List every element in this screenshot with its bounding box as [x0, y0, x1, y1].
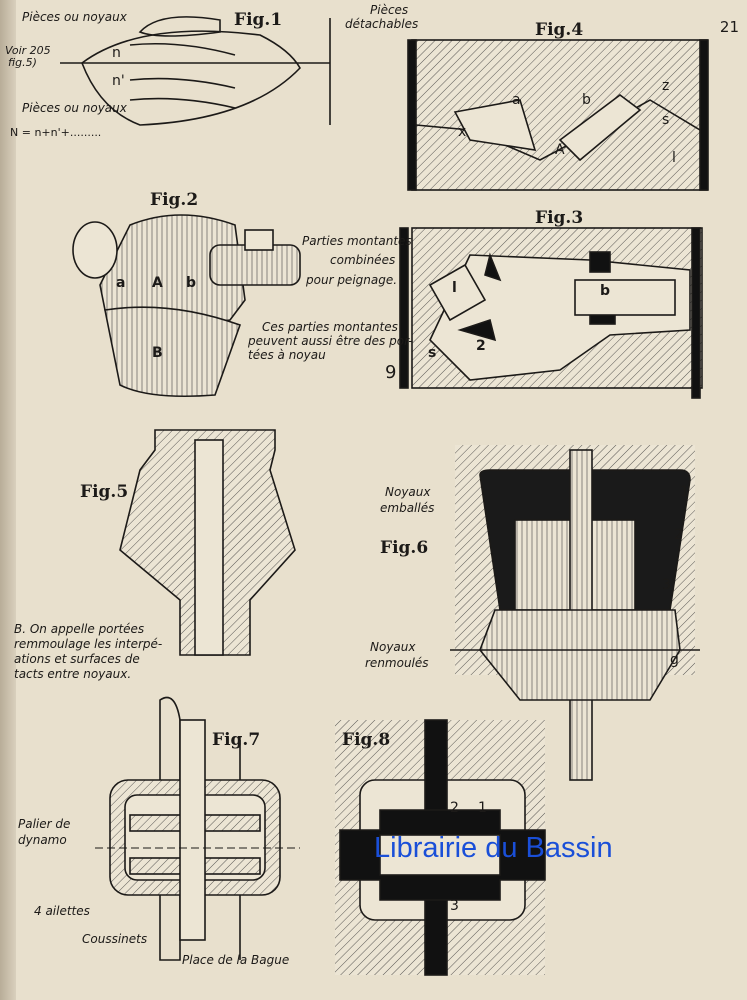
- fig2-note1-3: pour peignage.: [306, 273, 398, 287]
- fig4-title: Fig.4: [535, 20, 584, 40]
- fig2-note1-2: combinées: [330, 253, 396, 267]
- fig6-g: g: [670, 652, 679, 668]
- fig7-label3: Coussinets: [82, 932, 148, 946]
- fig5-caption-4: tacts entre noyaux.: [14, 667, 132, 681]
- fig8-3: 3: [450, 898, 459, 914]
- fig6-label-top-2: emballés: [380, 501, 435, 515]
- fig4-A: A: [555, 142, 565, 158]
- fig3-2: 2: [476, 338, 486, 354]
- fig4-b: b: [582, 92, 591, 108]
- fig4-l: l: [672, 150, 676, 166]
- fig3-l: l: [452, 280, 457, 296]
- fig7-label1-1: Palier de: [18, 817, 71, 831]
- fig8-title: Fig.8: [342, 730, 391, 750]
- fig1-title: Fig.1: [234, 10, 283, 30]
- fig6-title: Fig.6: [380, 538, 429, 558]
- book-gutter: [0, 0, 16, 1000]
- fig1-formula: N = n+n'+.........: [10, 126, 102, 139]
- fig6-1: 1: [680, 484, 689, 500]
- fig1-ref-1: Voir 205: [5, 44, 51, 57]
- fig4-a: a: [512, 92, 521, 108]
- watermark: Librairie du Bassin: [374, 832, 613, 864]
- fig2-note2-2: peuvent aussi être des por-: [248, 334, 413, 348]
- fig6-label-bottom-1: Noyaux: [370, 640, 416, 654]
- fig8-2: 2: [450, 800, 459, 816]
- fig5-caption-2: remmoulage les interpé-: [14, 637, 163, 651]
- fig5-caption-3: ations et surfaces de: [14, 652, 140, 666]
- fig1-drawing: [60, 16, 331, 126]
- fig3-g: 9: [385, 362, 397, 383]
- fig2-drawing: [72, 214, 301, 398]
- fig1-n: n: [112, 45, 121, 61]
- fig7-drawing: [95, 696, 300, 961]
- fig2-a: a: [116, 275, 126, 291]
- fig6-2: 2: [674, 527, 683, 543]
- fig3-s: s: [428, 345, 437, 361]
- fig1-ref-2: fig.5): [8, 56, 37, 69]
- fig6-3: 3: [662, 577, 671, 593]
- fig2-note1-1: Parties montantes: [302, 234, 412, 248]
- fig6-label-bottom-2: renmoulés: [365, 656, 429, 670]
- fig6-drawing: [450, 445, 700, 781]
- fig3-drawing: [399, 227, 703, 399]
- fig1-bottom-label: Pièces ou noyaux: [22, 101, 127, 115]
- fig4-s: s: [662, 112, 670, 128]
- fig2-title: Fig.2: [150, 190, 199, 210]
- fig7-label4: Place de la Bague: [182, 953, 290, 967]
- fig8-1: 1: [478, 800, 487, 816]
- page-number: 21: [719, 18, 739, 36]
- fig1-right-2: détachables: [345, 17, 419, 31]
- fig3-b: b: [600, 283, 611, 299]
- fig2-A: A: [152, 275, 163, 291]
- fig1-top-label: Pièces ou noyaux: [22, 10, 127, 24]
- fig5-drawing: [119, 429, 296, 656]
- fig1-n-prime: n': [112, 73, 125, 89]
- fig3-title: Fig.3: [535, 208, 584, 228]
- fig4-z: z: [662, 78, 670, 94]
- fig7-label1-2: dynamo: [18, 833, 67, 847]
- fig2-b: b: [186, 275, 197, 291]
- fig4-drawing: [407, 39, 709, 191]
- fig2-note2-3: tées à noyau: [248, 348, 326, 362]
- fig8-drawing: [335, 719, 546, 976]
- fig1-right-1: Pièces: [370, 3, 409, 17]
- fig2-B: B: [152, 345, 163, 361]
- fig7-label2: 4 ailettes: [34, 904, 90, 918]
- fig5-title: Fig.5: [80, 482, 129, 502]
- fig4-x: x: [458, 124, 467, 140]
- fig7-title: Fig.7: [212, 730, 261, 750]
- fig5-caption-1: B. On appelle portées: [14, 622, 145, 636]
- fig2-note2-1: Ces parties montantes: [262, 320, 398, 334]
- fig6-label-top-1: Noyaux: [385, 485, 431, 499]
